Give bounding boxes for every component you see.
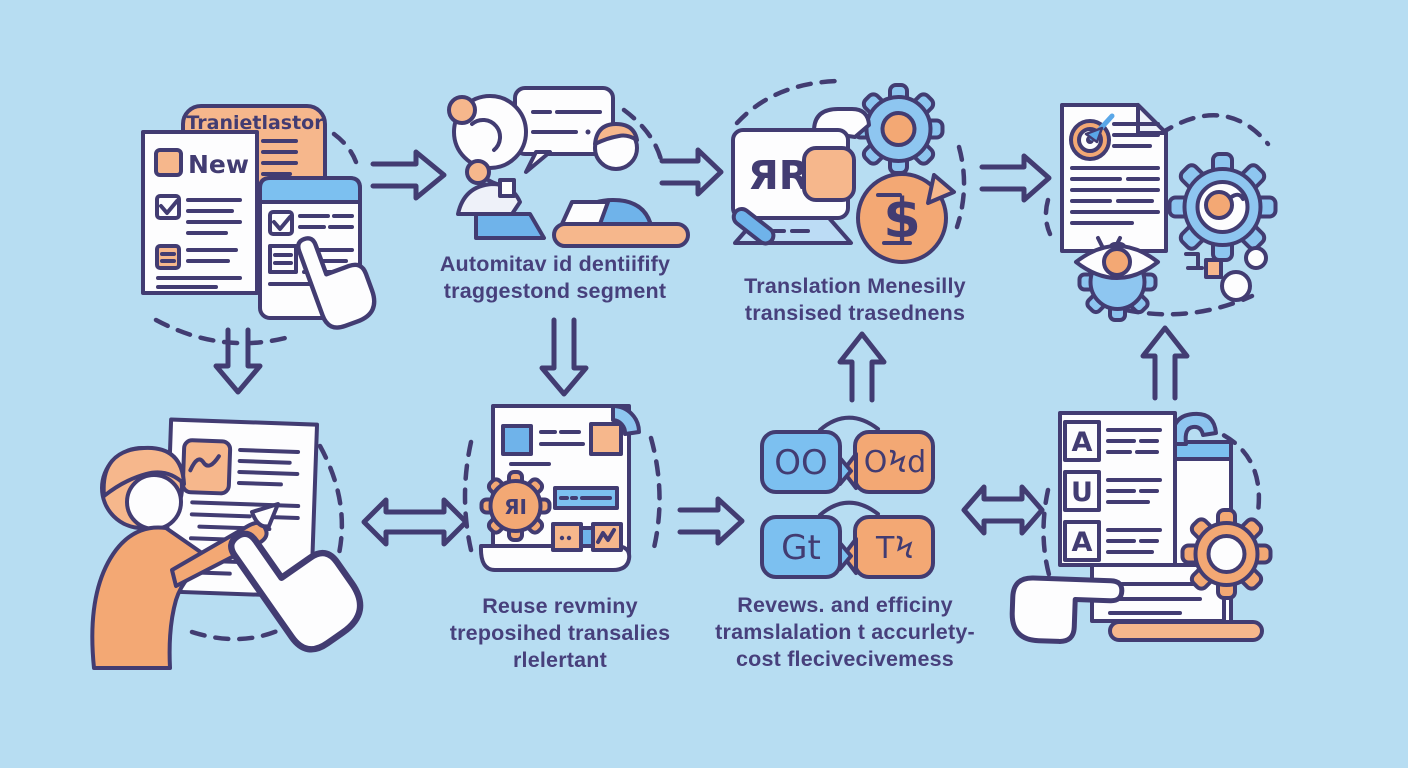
arrow-down-1 [213, 327, 263, 395]
laptop-icon [560, 200, 610, 226]
glossary-letter: A [1072, 427, 1093, 458]
desk [552, 222, 690, 248]
translator-at-laptop-figure [552, 122, 690, 248]
glossary-letter: U [1071, 477, 1093, 508]
arrow-double-2 [961, 484, 1045, 536]
magnifier-handle-icon [731, 206, 776, 246]
support-agent-figure [447, 94, 546, 240]
dashed-arc [1157, 113, 1271, 147]
caption-reuse-translations: Reuse revminy treposihed transalies rlel… [425, 593, 695, 674]
panel-term-matching: OO OϞd Gt ΤϞ [760, 415, 935, 579]
pointing-hand-icon [228, 530, 364, 653]
dashed-arc [734, 78, 841, 126]
panel-human-review [90, 417, 364, 670]
glossary-letter: A [1072, 527, 1093, 558]
term-text: OO [774, 443, 828, 483]
arrow-double-1 [361, 497, 469, 547]
panel-translation-memory: ЯR $ [731, 78, 967, 264]
arrow-down-2 [539, 317, 589, 397]
dashed-arc [648, 435, 662, 555]
panel-quality-review [1043, 103, 1278, 322]
dashed-arc [189, 625, 287, 642]
caption-line: transised trasednens [744, 301, 966, 325]
arrow-right-3 [979, 153, 1052, 203]
folder-header-label: Tranietlastor [186, 112, 324, 134]
caption-identify-segments: Automitav id dentiifify traggestond segm… [420, 251, 690, 305]
dashed-arc [153, 317, 296, 346]
caption-term-matching: Revews. and efficiny tramslalation t acc… [695, 592, 995, 673]
panel-glossary-check: A U A [1009, 411, 1273, 644]
laptop-base [1108, 620, 1264, 642]
reuse-gear-icon: ЯI [479, 470, 552, 542]
gear-text: ЯI [504, 495, 527, 519]
panel-source-documents: Tranietlastor New [141, 104, 377, 346]
monitor-icon: ЯR [731, 107, 871, 246]
dashed-arc [331, 131, 359, 165]
panel-identify-segments [447, 86, 690, 248]
arrow-right-1 [370, 149, 447, 201]
caption-line: Translation Menesilly [744, 274, 966, 298]
new-label: New [188, 150, 249, 179]
arrow-right-2 [659, 147, 724, 197]
speech-bubble-icon [513, 86, 615, 174]
arrow-up-2 [1140, 325, 1190, 401]
caption-translation-memory: Translation Menesilly transised trasedne… [720, 273, 990, 327]
holding-hand-icon [1009, 575, 1125, 644]
glossary-list-icon: A U A [1058, 411, 1177, 567]
page-curl-icon [1169, 411, 1218, 446]
increase-arrow-icon [926, 173, 956, 205]
term-pair-row-1: OO OϞd [760, 415, 935, 494]
caption-line: tramslalation t accurlety- [715, 620, 975, 644]
matched-segment-icon [551, 486, 623, 552]
coin-symbol: $ [883, 187, 921, 250]
caption-line: rlelertant [512, 648, 607, 672]
term-text: ΤϞ [875, 531, 914, 566]
dashed-arc [1099, 293, 1255, 317]
term-text: OϞd [864, 445, 926, 480]
panel-reuse-translations: ЯI [462, 404, 662, 572]
caption-line: cost flecivecivemess [736, 647, 954, 671]
term-text: Gt [781, 528, 821, 568]
term-pair-row-2: Gt ΤϞ [760, 500, 935, 579]
arrow-right-4 [677, 496, 745, 546]
dashed-arc [462, 439, 474, 553]
cost-coin-icon: $ [856, 172, 956, 264]
screen-text: ЯR [748, 153, 810, 199]
big-gear-icon [1167, 152, 1278, 262]
dashed-arc [954, 144, 967, 230]
caption-line: Reuse revminy [482, 594, 638, 618]
small-parts-icon [1184, 246, 1268, 302]
eye-icon [1074, 244, 1160, 280]
target-icon [1069, 113, 1115, 161]
caption-line: traggestond segment [443, 279, 667, 303]
hand-cursor-icon [296, 236, 377, 330]
caption-line: treposihed transalies [449, 621, 671, 645]
new-document-icon: New [141, 130, 259, 295]
dashed-arc [621, 107, 665, 167]
caption-line: Revews. and efficiny [737, 593, 953, 617]
settings-gear-icon [1180, 508, 1273, 600]
dashed-arc [1043, 197, 1053, 237]
arrow-up-1 [837, 331, 887, 403]
gear-icon [852, 83, 945, 175]
caption-line: Automitav id dentiifify [439, 252, 671, 276]
